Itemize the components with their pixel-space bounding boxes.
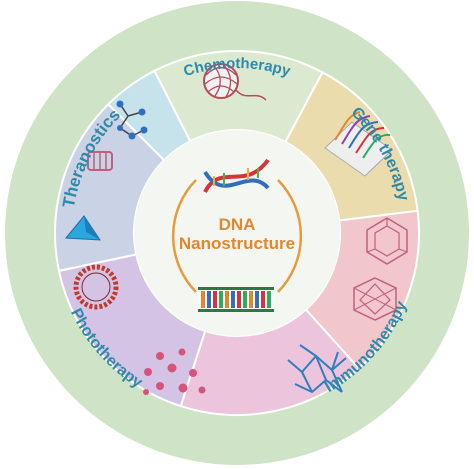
dna-network-icon xyxy=(287,344,347,394)
left-bracket xyxy=(171,179,197,293)
center-disc xyxy=(134,130,340,336)
tetrahedron-icon xyxy=(64,215,101,241)
dna-ring-icon xyxy=(73,264,119,310)
center-title-line2: Nanostructure xyxy=(179,234,295,253)
base-pair-bar xyxy=(267,291,271,308)
base-pair-bar xyxy=(243,291,247,308)
base-pair-bar xyxy=(249,291,253,308)
dna-tube-icon xyxy=(87,100,148,171)
center-title-line1: DNA xyxy=(219,215,256,234)
right-bracket xyxy=(277,179,303,293)
dna-origami-ball-icon xyxy=(203,63,267,101)
dna-double-helix-icon xyxy=(203,158,270,193)
dna-chip-array-icon xyxy=(324,111,393,177)
base-pair-bar xyxy=(219,291,223,308)
base-pair-bar xyxy=(225,291,229,308)
base-pair-bar xyxy=(237,291,241,308)
dna-base-pair-strip-icon xyxy=(198,287,274,312)
base-pair-bar xyxy=(231,291,235,308)
base-pair-bar xyxy=(255,291,259,308)
base-pair-bar xyxy=(207,291,211,308)
polyhedral-cage-icon xyxy=(353,217,408,321)
base-pair-bar xyxy=(261,291,265,308)
base-pair-bar xyxy=(201,291,205,308)
nanoparticle-cluster-icon xyxy=(143,348,206,395)
base-pair-bar xyxy=(213,291,217,308)
